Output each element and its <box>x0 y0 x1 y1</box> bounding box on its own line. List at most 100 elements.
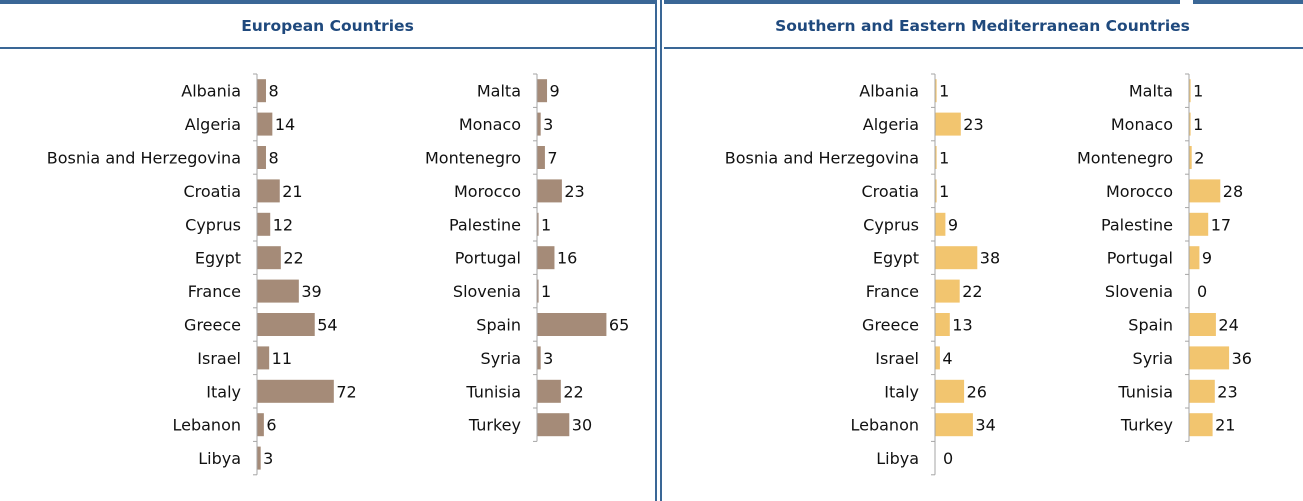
data-label: 17 <box>1211 215 1231 234</box>
category-label: France <box>866 282 919 301</box>
category-label: Egypt <box>873 249 919 268</box>
category-label: Turkey <box>1120 416 1173 435</box>
data-label: 16 <box>557 249 577 268</box>
bar <box>935 279 960 303</box>
data-label: 1 <box>541 282 551 301</box>
bar <box>257 379 334 403</box>
data-label: 14 <box>275 115 295 134</box>
data-label: 30 <box>572 416 592 435</box>
data-label: 72 <box>336 382 356 401</box>
category-label: Slovenia <box>453 282 521 301</box>
bar <box>537 279 539 303</box>
bar <box>935 112 961 136</box>
data-label: 21 <box>1215 416 1235 435</box>
category-label: Greece <box>184 316 241 335</box>
bar <box>935 346 940 370</box>
category-label: Croatia <box>861 182 919 201</box>
category-label: Italy <box>884 382 919 401</box>
category-label: Montenegro <box>1077 149 1173 168</box>
bar <box>537 346 541 370</box>
bar <box>257 179 280 203</box>
bar <box>257 212 271 236</box>
data-label: 9 <box>1202 249 1212 268</box>
bar <box>257 413 264 437</box>
category-label: Italy <box>206 382 241 401</box>
bar <box>1189 413 1213 437</box>
category-label: Albania <box>859 82 919 101</box>
category-label: Cyprus <box>185 215 241 234</box>
category-label: Libya <box>876 449 919 468</box>
bar <box>257 112 273 136</box>
data-label: 8 <box>268 82 278 101</box>
category-label: Algeria <box>185 115 241 134</box>
data-label: 38 <box>980 249 1000 268</box>
bar <box>1189 313 1216 336</box>
header-rule-left <box>0 47 655 49</box>
top-rule-right <box>1193 0 1303 4</box>
data-label: 21 <box>282 182 302 201</box>
bar <box>1189 346 1230 370</box>
bar <box>257 313 315 336</box>
bar <box>935 146 937 169</box>
category-label: Montenegro <box>425 149 521 168</box>
category-label: Palestine <box>1101 215 1173 234</box>
bar <box>1189 79 1191 103</box>
bar <box>537 179 562 203</box>
category-label: Egypt <box>195 249 241 268</box>
bar <box>1189 212 1209 236</box>
bar <box>537 146 545 169</box>
category-label: Tunisia <box>1117 382 1173 401</box>
data-label: 26 <box>967 382 987 401</box>
data-label: 23 <box>564 182 584 201</box>
bar <box>537 313 607 336</box>
category-label: Bosnia and Herzegovina <box>47 149 241 168</box>
data-label: 3 <box>543 349 553 368</box>
category-label: Tunisia <box>465 382 521 401</box>
bar <box>537 79 548 103</box>
data-label: 22 <box>283 249 303 268</box>
category-label: Monaco <box>1111 115 1173 134</box>
data-label: 22 <box>962 282 982 301</box>
category-label: Cyprus <box>863 215 919 234</box>
top-rule-left <box>0 0 655 4</box>
data-label: 9 <box>948 215 958 234</box>
bar <box>257 446 261 470</box>
category-label: Palestine <box>449 215 521 234</box>
bar <box>257 279 299 303</box>
bar <box>257 79 266 103</box>
bar <box>935 379 965 403</box>
header-rule-right <box>664 47 1303 49</box>
bar <box>257 246 281 270</box>
bar <box>1189 246 1200 270</box>
data-label: 1 <box>1193 115 1203 134</box>
panel-divider-a <box>655 0 657 501</box>
category-label: Bosnia and Herzegovina <box>725 149 919 168</box>
data-label: 4 <box>942 349 952 368</box>
data-label: 34 <box>975 416 995 435</box>
data-label: 12 <box>273 215 293 234</box>
bar <box>1189 179 1221 203</box>
data-label: 3 <box>263 449 273 468</box>
category-label: Portugal <box>1107 249 1173 268</box>
bar <box>537 413 570 437</box>
data-label: 65 <box>609 316 629 335</box>
category-label: Portugal <box>455 249 521 268</box>
data-label: 8 <box>268 149 278 168</box>
data-label: 2 <box>1194 149 1204 168</box>
bar <box>537 246 555 270</box>
bar <box>935 413 973 437</box>
data-label: 54 <box>317 316 337 335</box>
category-label: Malta <box>1129 82 1173 101</box>
bar <box>935 179 937 203</box>
bar <box>257 146 266 169</box>
data-label: 9 <box>550 82 560 101</box>
data-label: 1 <box>1193 82 1203 101</box>
category-label: Slovenia <box>1105 282 1173 301</box>
data-label: 24 <box>1218 316 1238 335</box>
category-label: Syria <box>1133 349 1173 368</box>
data-label: 3 <box>543 115 553 134</box>
data-label: 23 <box>963 115 983 134</box>
top-rule-mid <box>664 0 1180 4</box>
